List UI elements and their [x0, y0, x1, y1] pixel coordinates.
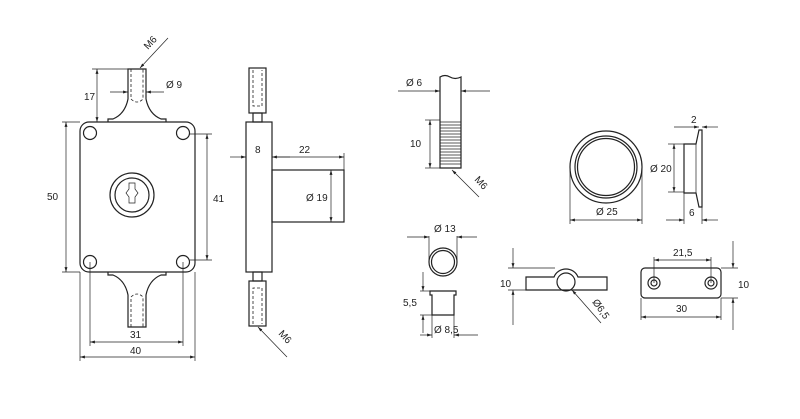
dim-dia-9: Ø 9 — [166, 80, 183, 91]
rosette-detail: Ø 25 Ø 20 2 6 — [569, 115, 718, 224]
dim-8: 8 — [255, 145, 261, 156]
dim-50: 50 — [47, 192, 59, 203]
dim-dia-6-5: Ø6,5 — [590, 297, 612, 321]
dim-dia-8-5: Ø 8,5 — [434, 325, 459, 336]
cylinder — [271, 169, 345, 223]
dim-6: 6 — [689, 208, 695, 219]
mounting-holes — [82, 125, 191, 270]
dim-21-5: 21,5 — [673, 248, 693, 259]
dim-2: 2 — [691, 115, 697, 126]
dim-dia-20: Ø 20 — [650, 164, 672, 175]
dim-dia-25: Ø 25 — [596, 207, 618, 218]
dim-dia-19: Ø 19 — [306, 193, 328, 204]
bottom-bolt — [107, 272, 167, 328]
dim-30: 30 — [676, 304, 688, 315]
screw-detail: Ø 6 10 M6 — [398, 74, 490, 198]
key-cylinder-icon — [109, 172, 155, 218]
dim-31: 31 — [130, 330, 142, 341]
sleeve-detail: Ø 13 5,5 Ø 8,5 — [403, 224, 478, 338]
dim-10-plate: 10 — [738, 280, 750, 291]
strike-detail: 10 Ø6,5 — [500, 248, 611, 325]
dim-dia-6: Ø 6 — [406, 78, 423, 89]
strike-plate-detail: 21,5 30 10 — [640, 241, 750, 330]
dim-22: 22 — [299, 145, 311, 156]
dim-dia-13: Ø 13 — [434, 224, 456, 235]
lock-plate — [79, 121, 196, 273]
top-bolt — [107, 68, 167, 122]
label-m6-bottom: M6 — [276, 329, 294, 347]
front-view: 17 Ø 9 M6 50 41 31 40 — [47, 34, 225, 361]
dim-5-5: 5,5 — [403, 298, 417, 309]
dim-10-strike: 10 — [500, 279, 512, 290]
dim-17: 17 — [84, 92, 96, 103]
side-view: 8 22 Ø 19 M6 — [230, 67, 345, 358]
label-m6-screw: M6 — [472, 175, 490, 193]
dim-10-thread: 10 — [410, 139, 422, 150]
dim-41: 41 — [213, 194, 225, 205]
dim-40: 40 — [130, 346, 142, 357]
